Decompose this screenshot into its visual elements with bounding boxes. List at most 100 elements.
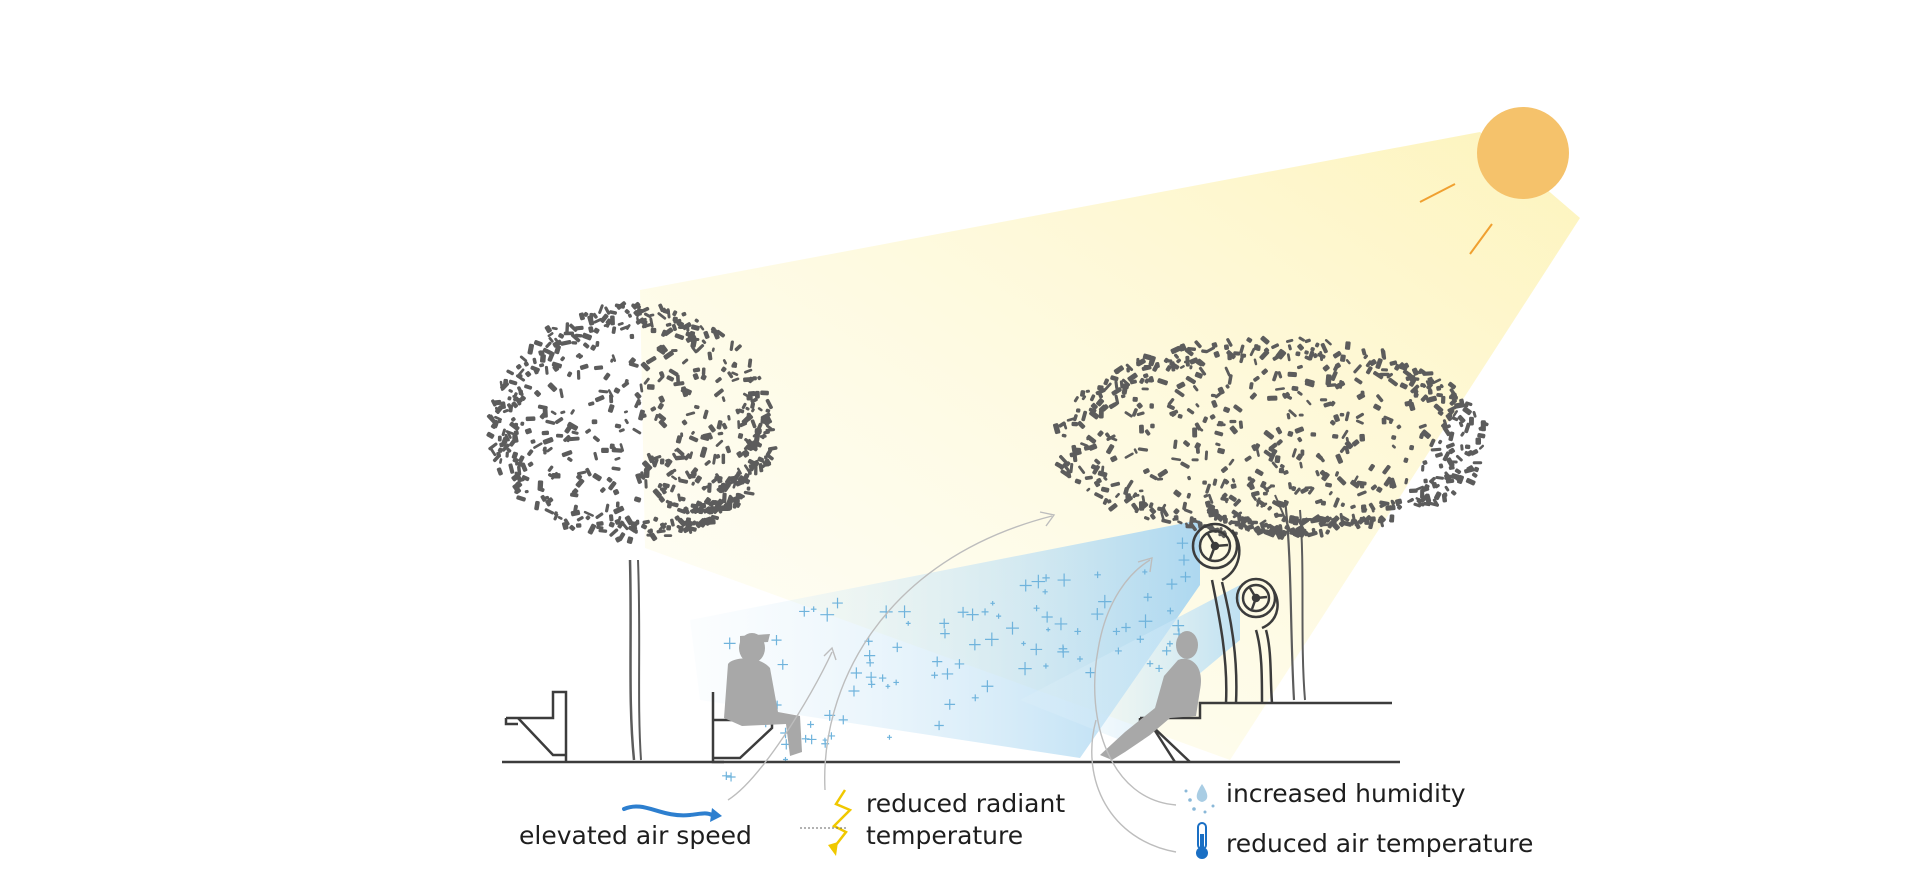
- foliage-speck: [1457, 415, 1466, 424]
- mist-particle: [1167, 607, 1174, 615]
- foliage-speck: [1251, 490, 1260, 497]
- foliage-speck: [674, 455, 686, 461]
- mist-particle: [799, 606, 810, 617]
- foliage-speck: [1187, 475, 1191, 481]
- foliage-speck: [1381, 417, 1387, 425]
- foliage-speck: [663, 350, 674, 360]
- foliage-speck: [1283, 500, 1289, 507]
- foliage-speck: [743, 464, 751, 473]
- foliage-speck: [1350, 479, 1360, 489]
- foliage-speck: [639, 306, 650, 314]
- foliage-speck: [761, 433, 766, 440]
- legend-increased-humidity: increased humidity: [1226, 779, 1466, 808]
- foliage-speck: [1208, 504, 1216, 511]
- foliage-speck: [1304, 355, 1312, 361]
- foliage-speck: [1306, 399, 1312, 406]
- foliage-speck: [1174, 388, 1185, 398]
- foliage-speck: [711, 347, 715, 352]
- foliage-speck: [1286, 353, 1291, 362]
- foliage-speck: [592, 435, 600, 443]
- foliage-speck: [524, 489, 529, 494]
- foliage-speck: [1185, 375, 1196, 385]
- foliage-speck: [1173, 353, 1179, 359]
- foliage-speck: [486, 431, 495, 439]
- foliage-speck: [1058, 421, 1066, 428]
- foliage-speck: [1231, 509, 1239, 516]
- foliage-speck: [576, 470, 587, 476]
- water-droplets-icon: [1184, 784, 1215, 814]
- foliage-speck: [1115, 492, 1120, 498]
- foliage-speck: [1110, 375, 1119, 382]
- foliage-speck: [1094, 458, 1101, 465]
- mist-particle: [1146, 660, 1154, 667]
- misting-fan-upper: [1191, 522, 1241, 704]
- foliage-speck: [627, 313, 632, 318]
- foliage-speck: [502, 409, 509, 414]
- foliage-speck: [1419, 432, 1425, 440]
- foliage-speck: [652, 455, 662, 461]
- foliage-speck: [611, 354, 617, 362]
- foliage-speck: [1423, 478, 1428, 484]
- foliage-speck: [1460, 444, 1464, 451]
- foliage-speck: [1255, 448, 1260, 457]
- foliage-speck: [560, 339, 572, 346]
- foliage-speck: [1464, 422, 1471, 434]
- foliage-speck: [1282, 391, 1290, 399]
- foliage-speck: [1265, 529, 1275, 537]
- foliage-speck: [1170, 411, 1177, 417]
- foliage-speck: [1084, 475, 1093, 480]
- foliage-speck: [497, 447, 504, 453]
- left-tree: [486, 301, 778, 761]
- foliage-speck: [495, 406, 500, 414]
- foliage-speck: [532, 357, 537, 365]
- foliage-speck: [702, 485, 709, 490]
- mist-particle: [820, 607, 835, 622]
- foliage-speck: [1442, 451, 1451, 462]
- foliage-speck: [750, 397, 758, 404]
- foliage-speck: [576, 369, 581, 380]
- foliage-speck: [660, 344, 668, 353]
- foliage-speck: [1413, 370, 1422, 375]
- foliage-speck: [1198, 366, 1207, 376]
- foliage-speck: [1422, 371, 1434, 376]
- foliage-speck: [715, 377, 722, 384]
- foliage-speck: [1177, 520, 1183, 525]
- foliage-speck: [663, 327, 674, 337]
- foliage-speck: [748, 443, 758, 451]
- foliage-speck: [494, 415, 502, 421]
- foliage-speck: [1279, 463, 1285, 469]
- foliage-speck: [512, 483, 522, 494]
- mist-particle: [1121, 622, 1131, 633]
- misting-fan-lower: [1235, 577, 1279, 704]
- foliage-speck: [1287, 430, 1294, 437]
- foliage-speck: [1215, 442, 1221, 447]
- foliage-speck: [1111, 387, 1122, 396]
- foliage-speck: [538, 487, 545, 493]
- foliage-speck: [1364, 519, 1370, 525]
- foliage-speck: [737, 433, 744, 439]
- foliage-speck: [674, 333, 685, 340]
- foliage-speck: [1334, 471, 1340, 477]
- mist-particle: [879, 605, 893, 619]
- foliage-speck: [680, 386, 692, 396]
- foliage-speck: [741, 402, 747, 410]
- foliage-speck: [551, 326, 558, 331]
- foliage-speck: [1361, 348, 1367, 356]
- foliage-speck: [1144, 429, 1151, 436]
- foliage-speck: [1376, 486, 1383, 493]
- foliage-speck: [661, 329, 667, 337]
- foliage-speck: [1335, 453, 1344, 464]
- foliage-speck: [743, 490, 755, 496]
- foliage-speck: [1220, 466, 1228, 473]
- air-speed-arrow: [727, 651, 833, 801]
- foliage-speck: [703, 330, 710, 339]
- foliage-speck: [1326, 383, 1337, 388]
- foliage-speck: [665, 322, 672, 327]
- foliage-speck: [513, 430, 519, 436]
- foliage-speck: [694, 475, 702, 484]
- foliage-speck: [1423, 501, 1431, 507]
- foliage-speck: [512, 433, 519, 443]
- foliage-speck: [575, 523, 582, 528]
- foliage-speck: [1211, 342, 1218, 349]
- foliage-speck: [1284, 525, 1290, 530]
